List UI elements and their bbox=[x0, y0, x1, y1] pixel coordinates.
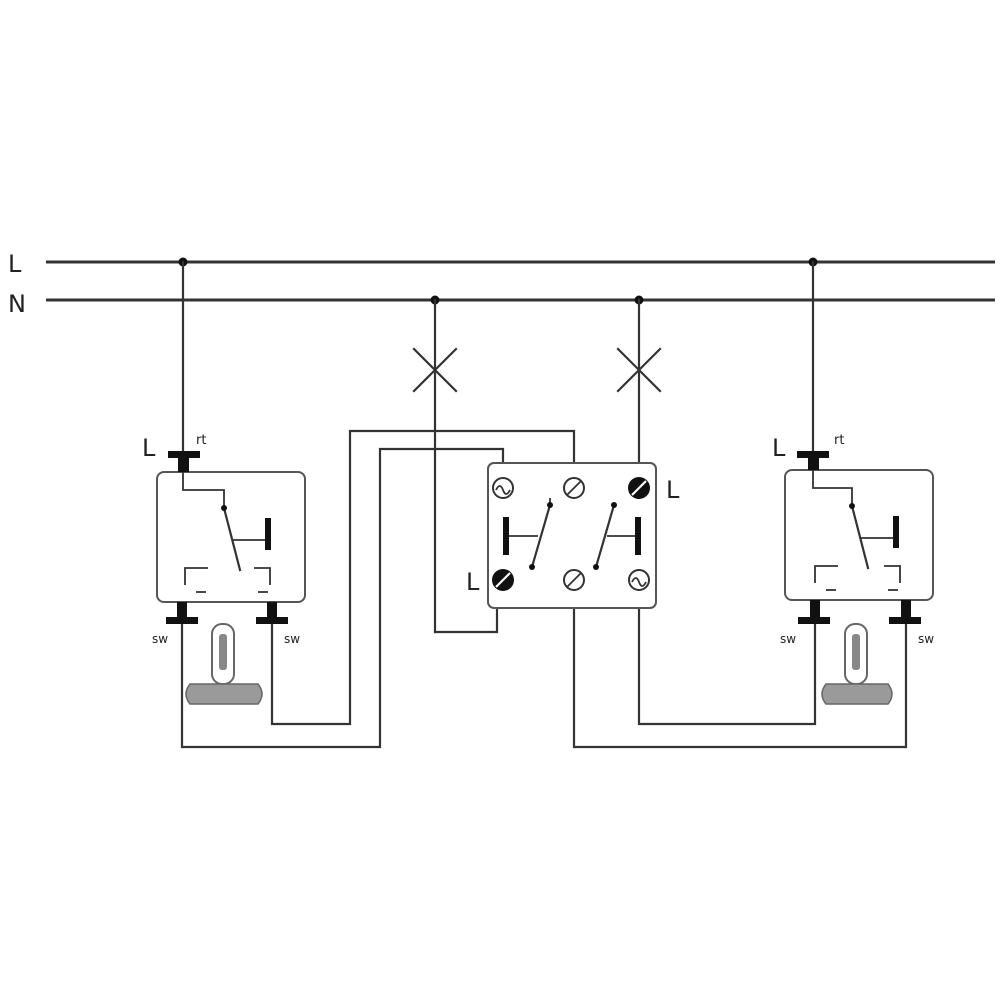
terminal-screw bbox=[628, 569, 650, 591]
terminal-l-top-label: L bbox=[666, 476, 680, 504]
glow-lamp-icon bbox=[185, 623, 263, 705]
left-switch: L rt sw sw bbox=[142, 260, 306, 705]
phase-line-label: L bbox=[8, 250, 22, 278]
terminal-rt-label: rt bbox=[196, 433, 206, 448]
supply-lines: L N bbox=[8, 250, 995, 318]
terminal-l-bottom-label: L bbox=[466, 568, 480, 596]
center-switch: L L bbox=[466, 462, 680, 609]
right-switch: L rt sw sw bbox=[772, 260, 934, 705]
terminal-sw-left bbox=[166, 617, 198, 624]
lamp-right bbox=[616, 298, 662, 480]
terminal-sw-right bbox=[256, 617, 288, 624]
terminal-l bbox=[168, 451, 200, 458]
connection-wires bbox=[180, 429, 908, 749]
neutral-line-label: N bbox=[8, 290, 26, 318]
terminal-sw-left-label: sw bbox=[152, 632, 168, 646]
terminal-screw bbox=[563, 569, 585, 591]
terminal-screw-l-bottom bbox=[492, 569, 514, 591]
terminal-rt-label: rt bbox=[834, 433, 844, 448]
terminal-sw-left bbox=[798, 617, 830, 624]
terminal-screw bbox=[492, 477, 514, 499]
glow-lamp-icon bbox=[821, 623, 893, 705]
terminal-l-label: L bbox=[142, 434, 156, 462]
terminal-sw-right bbox=[889, 617, 921, 624]
terminal-screw-l-top bbox=[628, 477, 650, 499]
terminal-sw-right-label: sw bbox=[284, 632, 300, 646]
terminal-screw bbox=[563, 477, 585, 499]
terminal-l bbox=[797, 451, 829, 458]
switch-housing bbox=[487, 462, 657, 609]
lamp-left bbox=[412, 298, 458, 634]
terminal-l-label: L bbox=[772, 434, 786, 462]
terminal-sw-left-label: sw bbox=[780, 632, 796, 646]
terminal-sw-right-label: sw bbox=[918, 632, 934, 646]
